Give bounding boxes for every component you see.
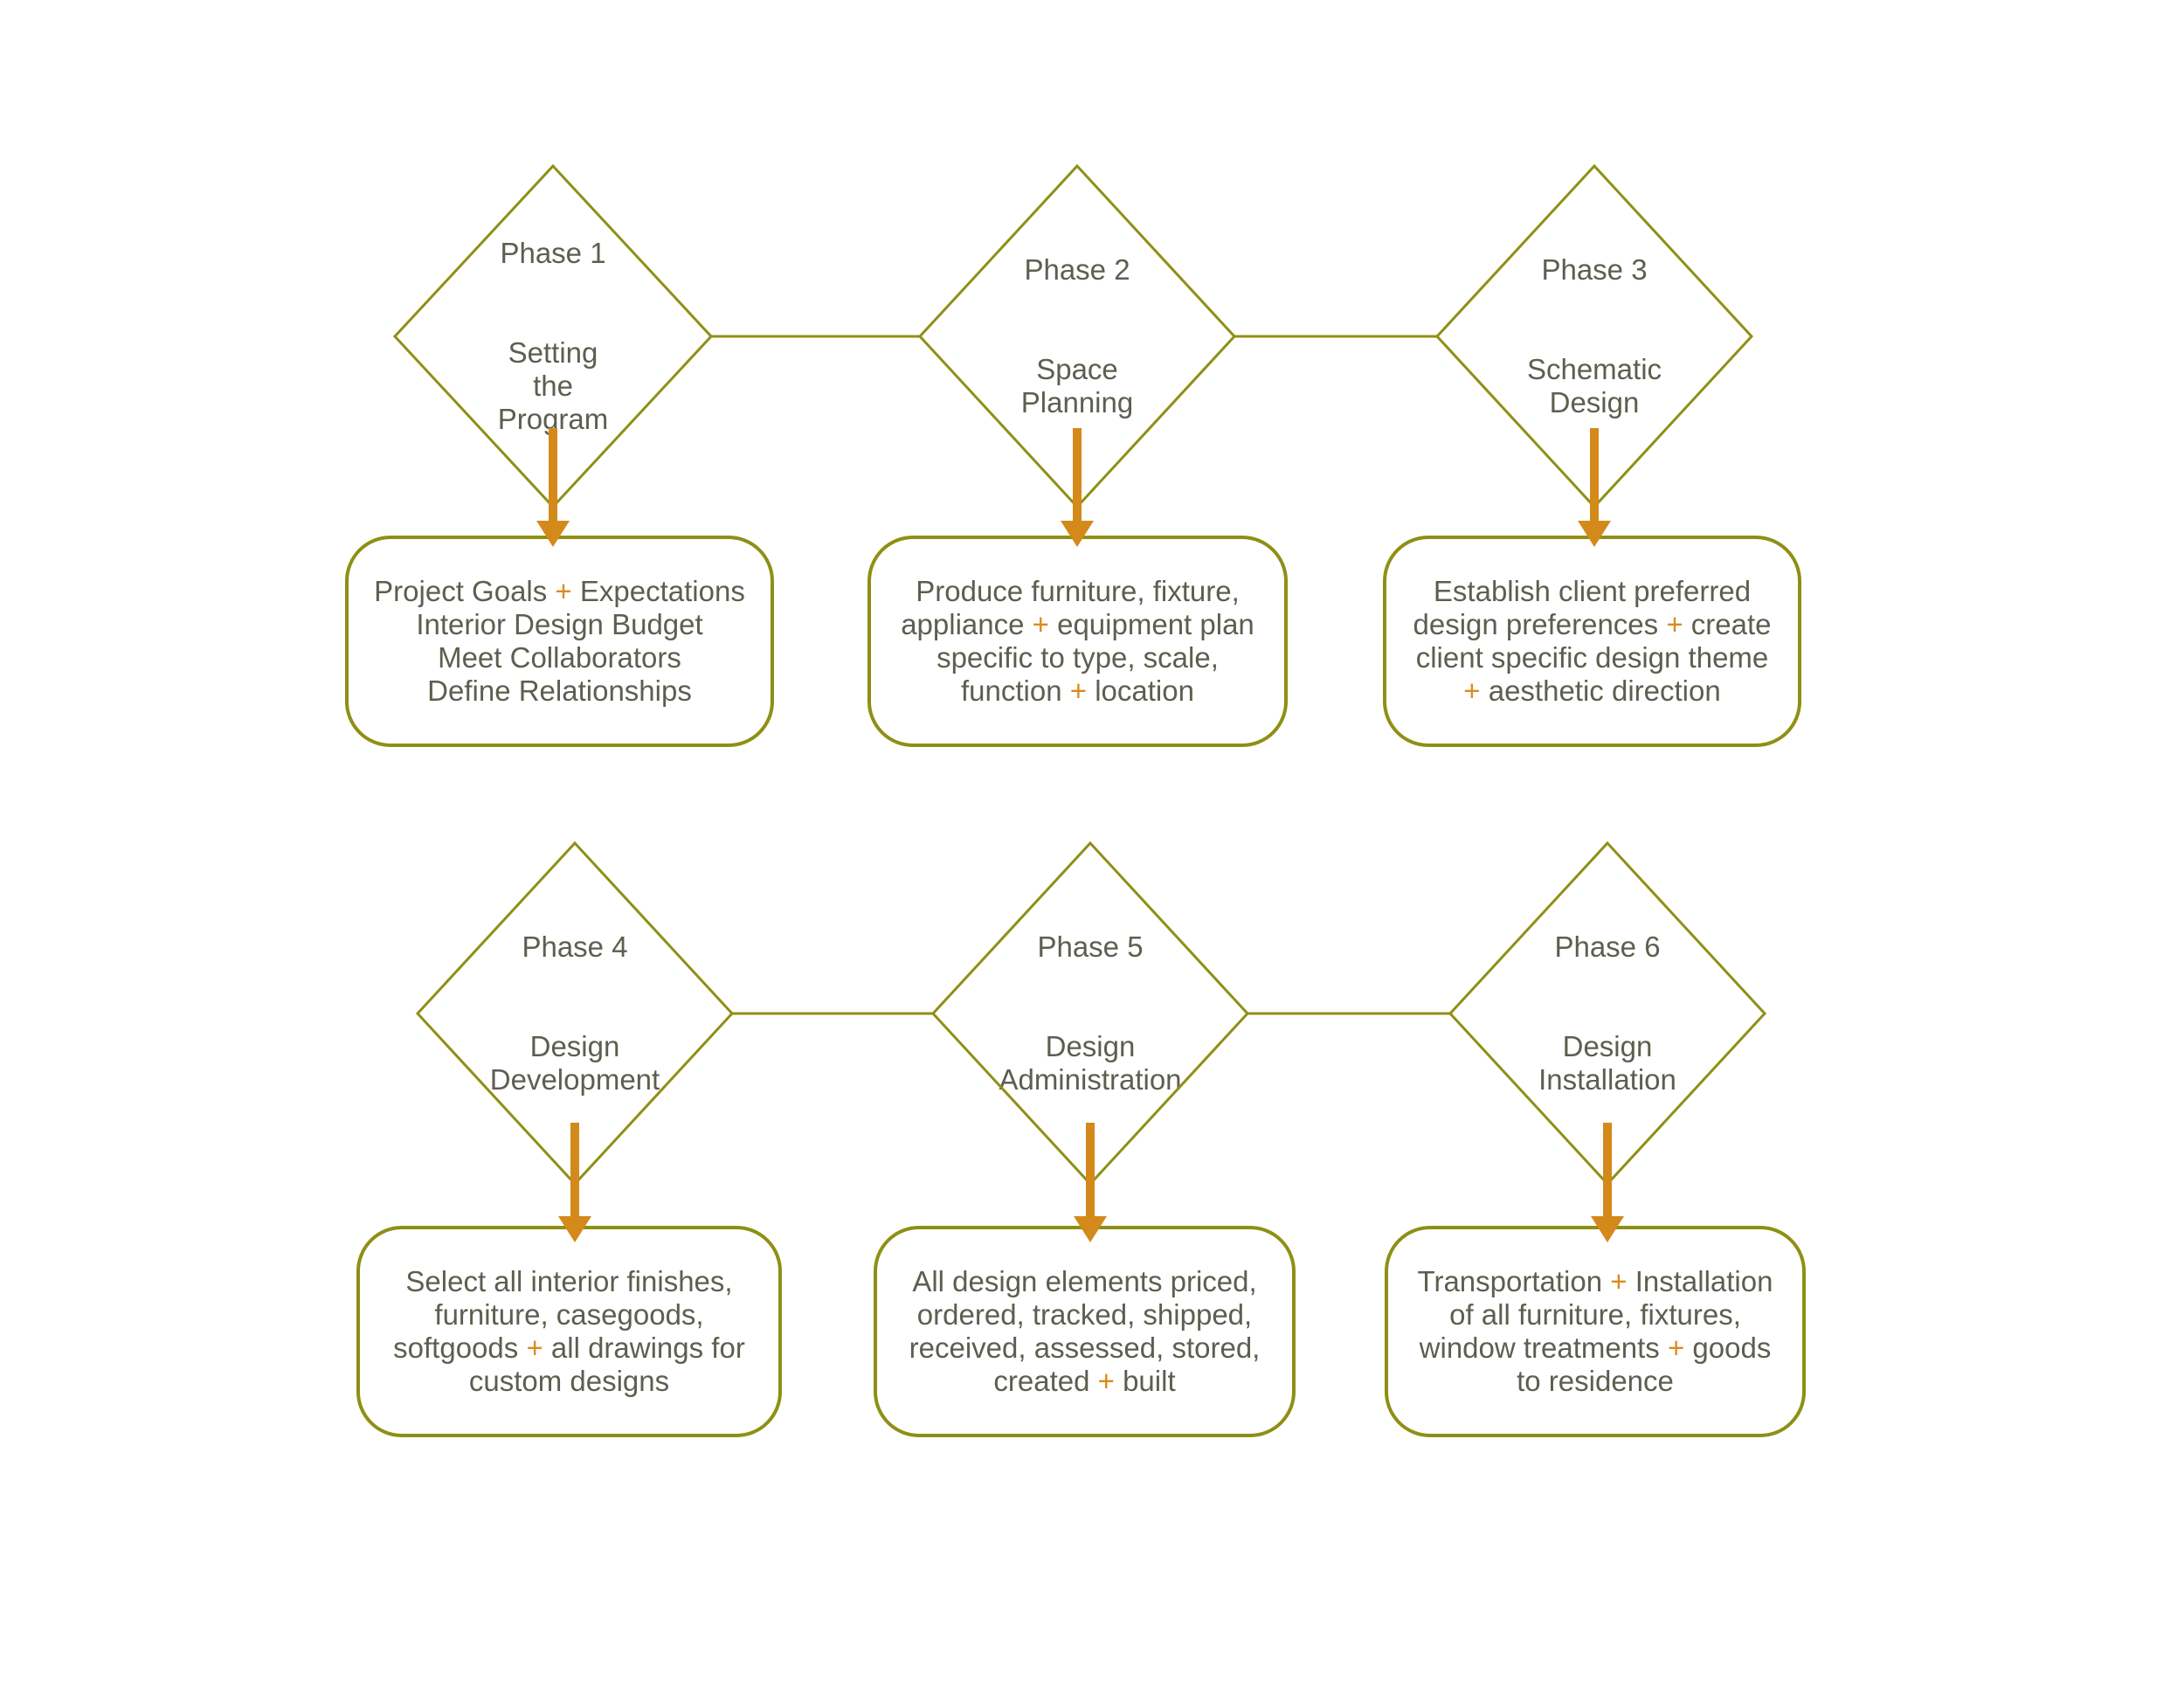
phase-2-label: Phase 2 Space Planning [916,220,1239,453]
phase-5-name: Design Administration [999,1030,1182,1096]
detail-line: custom designs [468,1365,670,1397]
plus-sign: + [1097,1365,1115,1397]
plus-sign: + [1069,675,1088,707]
detail-line: client specific design theme [1415,641,1769,674]
phase-2-detail-text: Produce furniture, fixture, appliance + … [871,575,1284,708]
detail-line: Produce furniture, fixture, [916,575,1240,607]
plus-sign: + [526,1332,543,1364]
plus-sign: + [1610,1265,1628,1297]
phase-4-detail-box: Select all interior finishes, furniture,… [356,1226,782,1437]
detail-line: appliance + equipment plan [901,608,1254,640]
phase-5-detail-text: All design elements priced, ordered, tra… [877,1265,1292,1398]
plus-sign: + [555,575,572,607]
phase-6-number: Phase 6 [1554,930,1661,963]
phase-4-number: Phase 4 [522,930,628,963]
phase-6-detail-text: Transportation + Installation of all fur… [1388,1265,1802,1398]
phase-3-detail-text: Establish client preferred design prefer… [1386,575,1798,708]
phase-4-detail-text: Select all interior finishes, furniture,… [360,1265,778,1398]
phase-2-name: Space Planning [1020,353,1134,419]
detail-line: ordered, tracked, shipped, [916,1298,1253,1331]
phase-6-label: Phase 6 Design Installation [1446,897,1769,1130]
detail-line: created + built [993,1365,1176,1397]
detail-line: + aesthetic direction [1463,675,1721,707]
phase-6-detail-box: Transportation + Installation of all fur… [1385,1226,1806,1437]
detail-line: All design elements priced, [912,1265,1257,1297]
detail-line: specific to type, scale, [936,641,1219,674]
phase-1-label: Phase 1 Setting the Program [391,204,715,469]
plus-sign: + [1463,675,1481,707]
detail-line: window treatments + goods [1419,1332,1772,1364]
detail-line: Project Goals + Expectations [374,575,745,607]
phase-4-arrow [558,1123,591,1242]
phase-2-detail-box: Produce furniture, fixture, appliance + … [867,536,1288,747]
detail-line: Establish client preferred [1433,575,1752,607]
plus-sign: + [1032,608,1049,640]
phase-4-name: Design Development [489,1030,660,1096]
phase-4-label: Phase 4 Design Development [413,897,736,1130]
phase-3-detail-box: Establish client preferred design prefer… [1383,536,1801,747]
detail-line: softgoods + all drawings for [393,1332,745,1364]
detail-line: design preferences + create [1413,608,1772,640]
detail-line: Meet Collaborators [438,641,681,674]
detail-line: Define Relationships [427,675,692,707]
detail-line: Select all interior finishes, [405,1265,733,1297]
phase-1-detail-box: Project Goals + Expectations Interior De… [345,536,774,747]
detail-line: to residence [1517,1365,1674,1397]
phase-1-number: Phase 1 [500,237,606,269]
plus-sign: + [1667,1332,1685,1364]
phase-1-name: Setting the Program [497,336,609,435]
detail-line: Interior Design Budget [416,608,703,640]
detail-line: furniture, casegoods, [434,1298,704,1331]
phase-5-label: Phase 5 Design Administration [929,897,1252,1130]
detail-line: of all furniture, fixtures, [1449,1298,1741,1331]
phase-6-name: Design Installation [1538,1030,1676,1096]
phase-3-number: Phase 3 [1541,253,1648,286]
phase-3-label: Phase 3 Schematic Design [1433,220,1756,453]
detail-line: function + location [961,675,1194,707]
detail-line: received, assessed, stored, [909,1332,1261,1364]
phase-5-arrow [1074,1123,1107,1242]
detail-line: Transportation + Installation [1417,1265,1773,1297]
phase-1-detail-text: Project Goals + Expectations Interior De… [349,575,771,708]
phase-3-name: Schematic Design [1526,353,1662,419]
phase-5-detail-box: All design elements priced, ordered, tra… [874,1226,1296,1437]
phase-6-arrow [1591,1123,1624,1242]
plus-sign: + [1666,608,1683,640]
phase-2-number: Phase 2 [1024,253,1130,286]
phase-5-number: Phase 5 [1037,930,1144,963]
